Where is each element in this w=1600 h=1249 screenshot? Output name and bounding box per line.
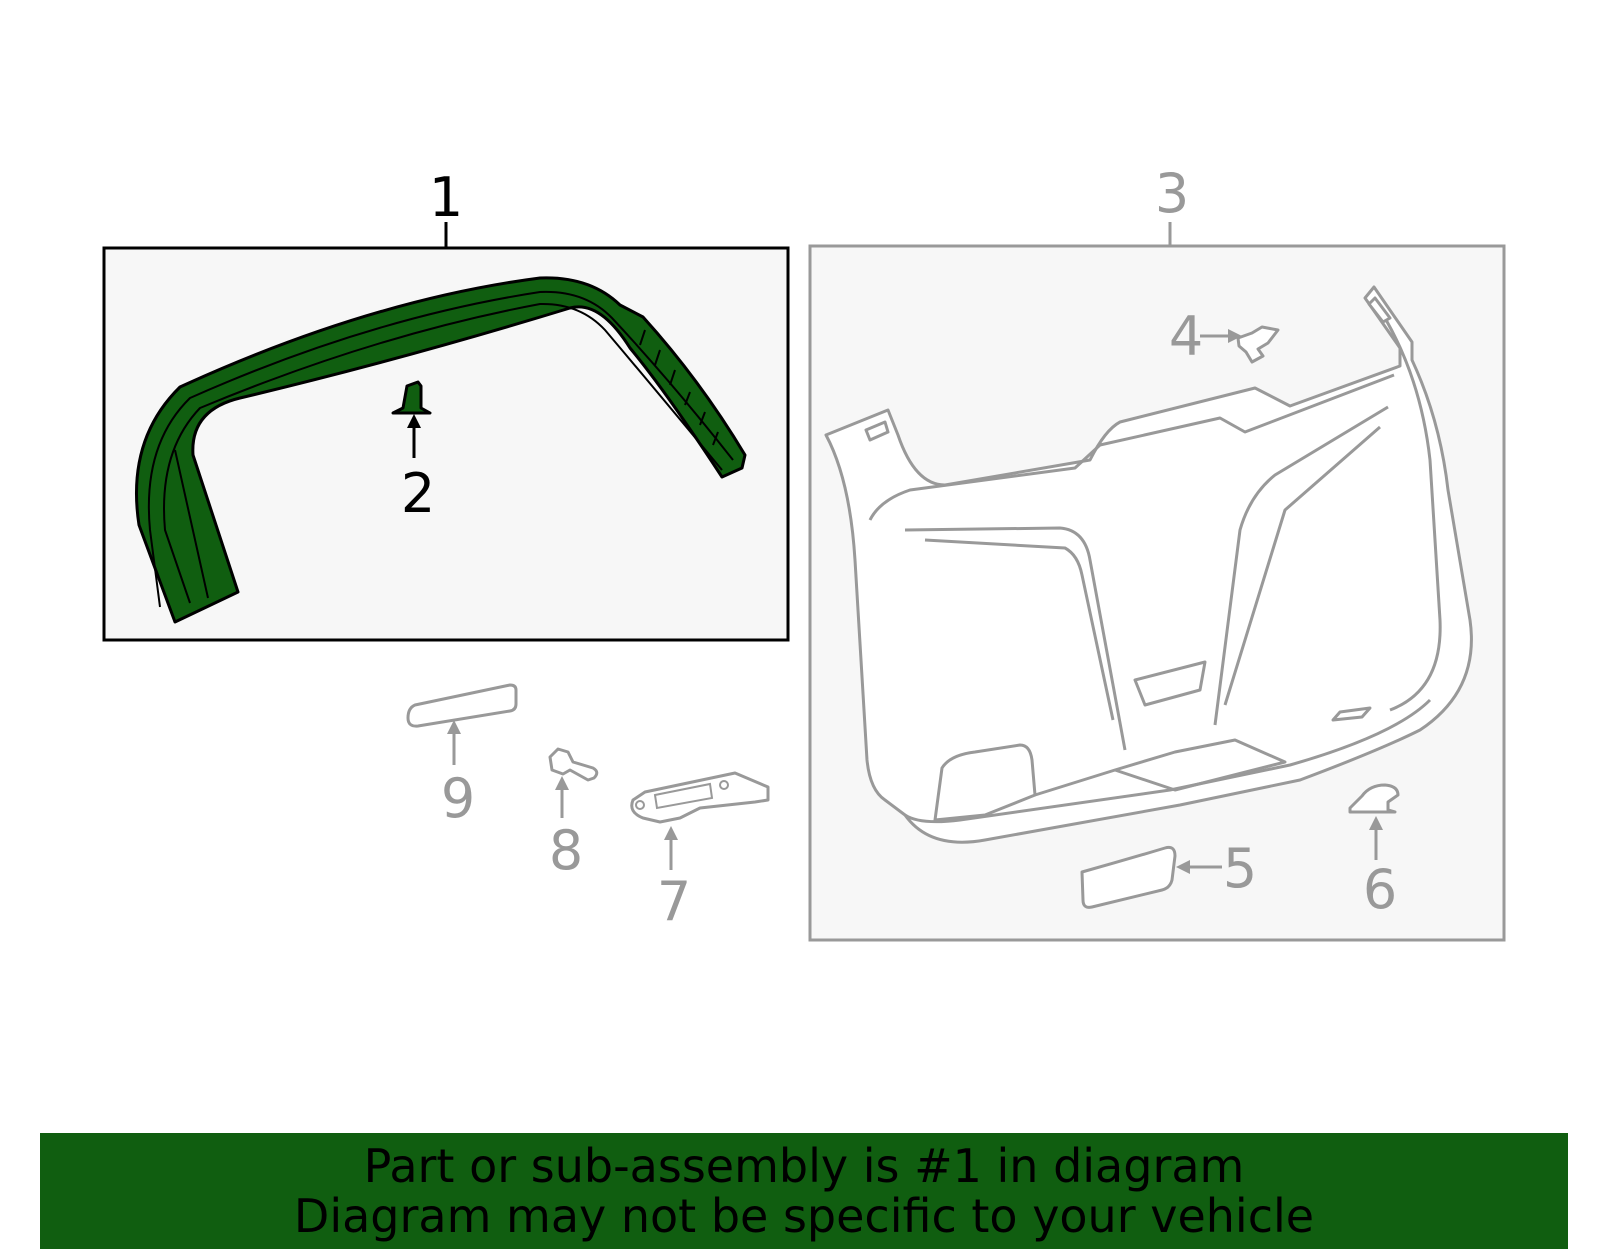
- callout-5-label: 5: [1223, 837, 1257, 900]
- banner-line-1: Part or sub-assembly is #1 in diagram: [363, 1139, 1245, 1193]
- weatherstrip-body: [135, 276, 747, 624]
- callout-3-label: 3: [1155, 162, 1189, 225]
- callout-7-label: 7: [657, 870, 691, 933]
- assembly-1-group[interactable]: 1 2: [102, 166, 790, 642]
- pad-9-icon: [406, 683, 518, 728]
- bolt-8-icon: [548, 747, 599, 782]
- callout-4-arrowhead: [1228, 329, 1242, 343]
- info-banner: Part or sub-assembly is #1 in diagram Di…: [40, 1133, 1568, 1249]
- callout-1-label: 1: [429, 166, 463, 229]
- callout-8-arrowhead: [555, 776, 569, 790]
- push-pin-4-icon: [1236, 325, 1280, 364]
- trim-panel-inner-edge: [868, 373, 1395, 521]
- trim-panel-channel-left-2: [924, 538, 1115, 721]
- weatherstrip-inner-line-c: [174, 449, 209, 599]
- bracket-7-slot: [653, 782, 714, 810]
- bracket-7-icon: [630, 771, 770, 824]
- trim-panel-top-slot: [864, 420, 890, 442]
- trim-panel-channel-left: [904, 526, 1127, 751]
- pad-part-9[interactable]: 9: [406, 683, 518, 830]
- callout-7-arrowhead: [664, 826, 678, 840]
- trim-panel-bottom-inner: [904, 698, 1432, 824]
- pad-part-5[interactable]: 5: [1080, 837, 1257, 909]
- trim-panel-outline: [824, 285, 1473, 844]
- callout-2-arrowhead: [407, 414, 421, 428]
- callout-8-label: 8: [549, 819, 583, 882]
- clip-2-icon: [391, 380, 432, 415]
- clip-part-2[interactable]: 2: [391, 380, 435, 525]
- bolt-part-8[interactable]: 8: [548, 747, 599, 882]
- bracket-part-7[interactable]: 7: [630, 771, 770, 933]
- weatherstrip-inner-line-a: [147, 290, 734, 608]
- trim-panel-channel-right-2: [1223, 425, 1381, 706]
- bracket-7-hole-left: [635, 800, 645, 810]
- callout-5-arrowhead: [1176, 860, 1190, 874]
- trim-panel-handle-recess: [933, 743, 1037, 822]
- weatherstrip-part[interactable]: [135, 276, 747, 624]
- liftgate-trim-panel[interactable]: [824, 285, 1473, 844]
- callout-6-label: 6: [1363, 858, 1397, 921]
- banner-line-2: Diagram may not be specific to your vehi…: [293, 1189, 1315, 1243]
- callout-4-label: 4: [1169, 305, 1203, 368]
- callout-6-arrowhead: [1369, 816, 1383, 830]
- trim-panel-channel-right: [1213, 405, 1389, 726]
- push-pin-part-4[interactable]: 4: [1169, 305, 1280, 368]
- pad-5-icon: [1080, 845, 1177, 909]
- assembly-3-group[interactable]: 3 4 5: [808, 162, 1506, 942]
- weatherstrip-ribs: [639, 329, 719, 446]
- callout-9-arrowhead: [447, 720, 461, 734]
- bracket-7-hole-right: [719, 780, 729, 790]
- clip-6-icon: [1348, 783, 1400, 814]
- trim-panel-right-inner: [1373, 301, 1442, 712]
- trim-panel-right-slot: [1367, 296, 1392, 324]
- trim-panel-pocket: [1133, 660, 1207, 707]
- callout-9-label: 9: [441, 767, 475, 830]
- trim-panel-lower-ledge: [1034, 738, 1287, 797]
- weatherstrip-inner-line-b: [163, 302, 723, 604]
- clip-part-6[interactable]: 6: [1348, 783, 1400, 921]
- callout-2-label: 2: [401, 462, 435, 525]
- trim-panel-lower-slot: [1331, 706, 1372, 722]
